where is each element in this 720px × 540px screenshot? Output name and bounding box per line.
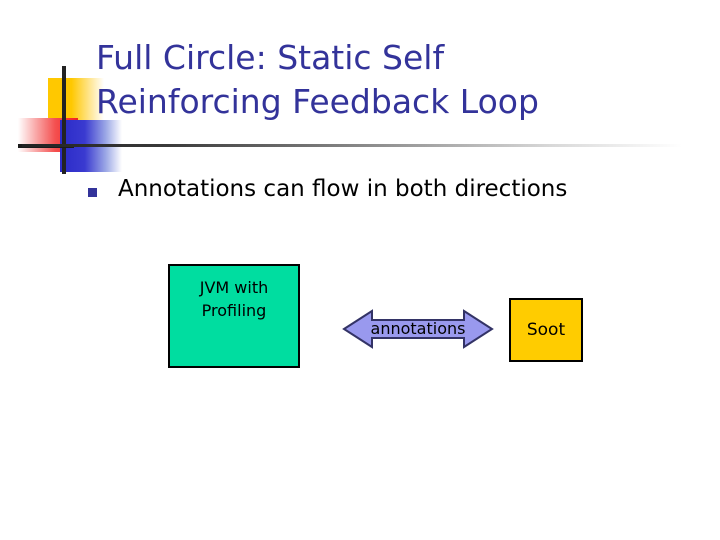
jvm-node-line-1: JVM with (199, 278, 269, 297)
connector-label: annotations (370, 319, 466, 338)
jvm-node-line-2: Profiling (201, 301, 267, 320)
diagram-node-soot: Soot (509, 298, 583, 362)
diagram-node-jvm: JVM with Profiling (168, 264, 300, 368)
bullet-item-label: Annotations can flow in both directions (118, 176, 568, 202)
title-divider (22, 144, 682, 147)
title-line-2: Reinforcing Feedback Loop (96, 82, 539, 121)
logo-vertical-rule (62, 66, 66, 174)
title-line-1: Full Circle: Static Self (96, 38, 445, 77)
bullet-square-icon (88, 188, 97, 197)
diagram-connector-annotations: annotations (342, 308, 494, 350)
bidirectional-arrow-icon (342, 309, 494, 349)
soot-node-label: Soot (526, 320, 566, 340)
page-title: Full Circle: Static Self Reinforcing Fee… (96, 36, 676, 124)
bullet-list-item: Annotations can flow in both directions (88, 174, 567, 204)
